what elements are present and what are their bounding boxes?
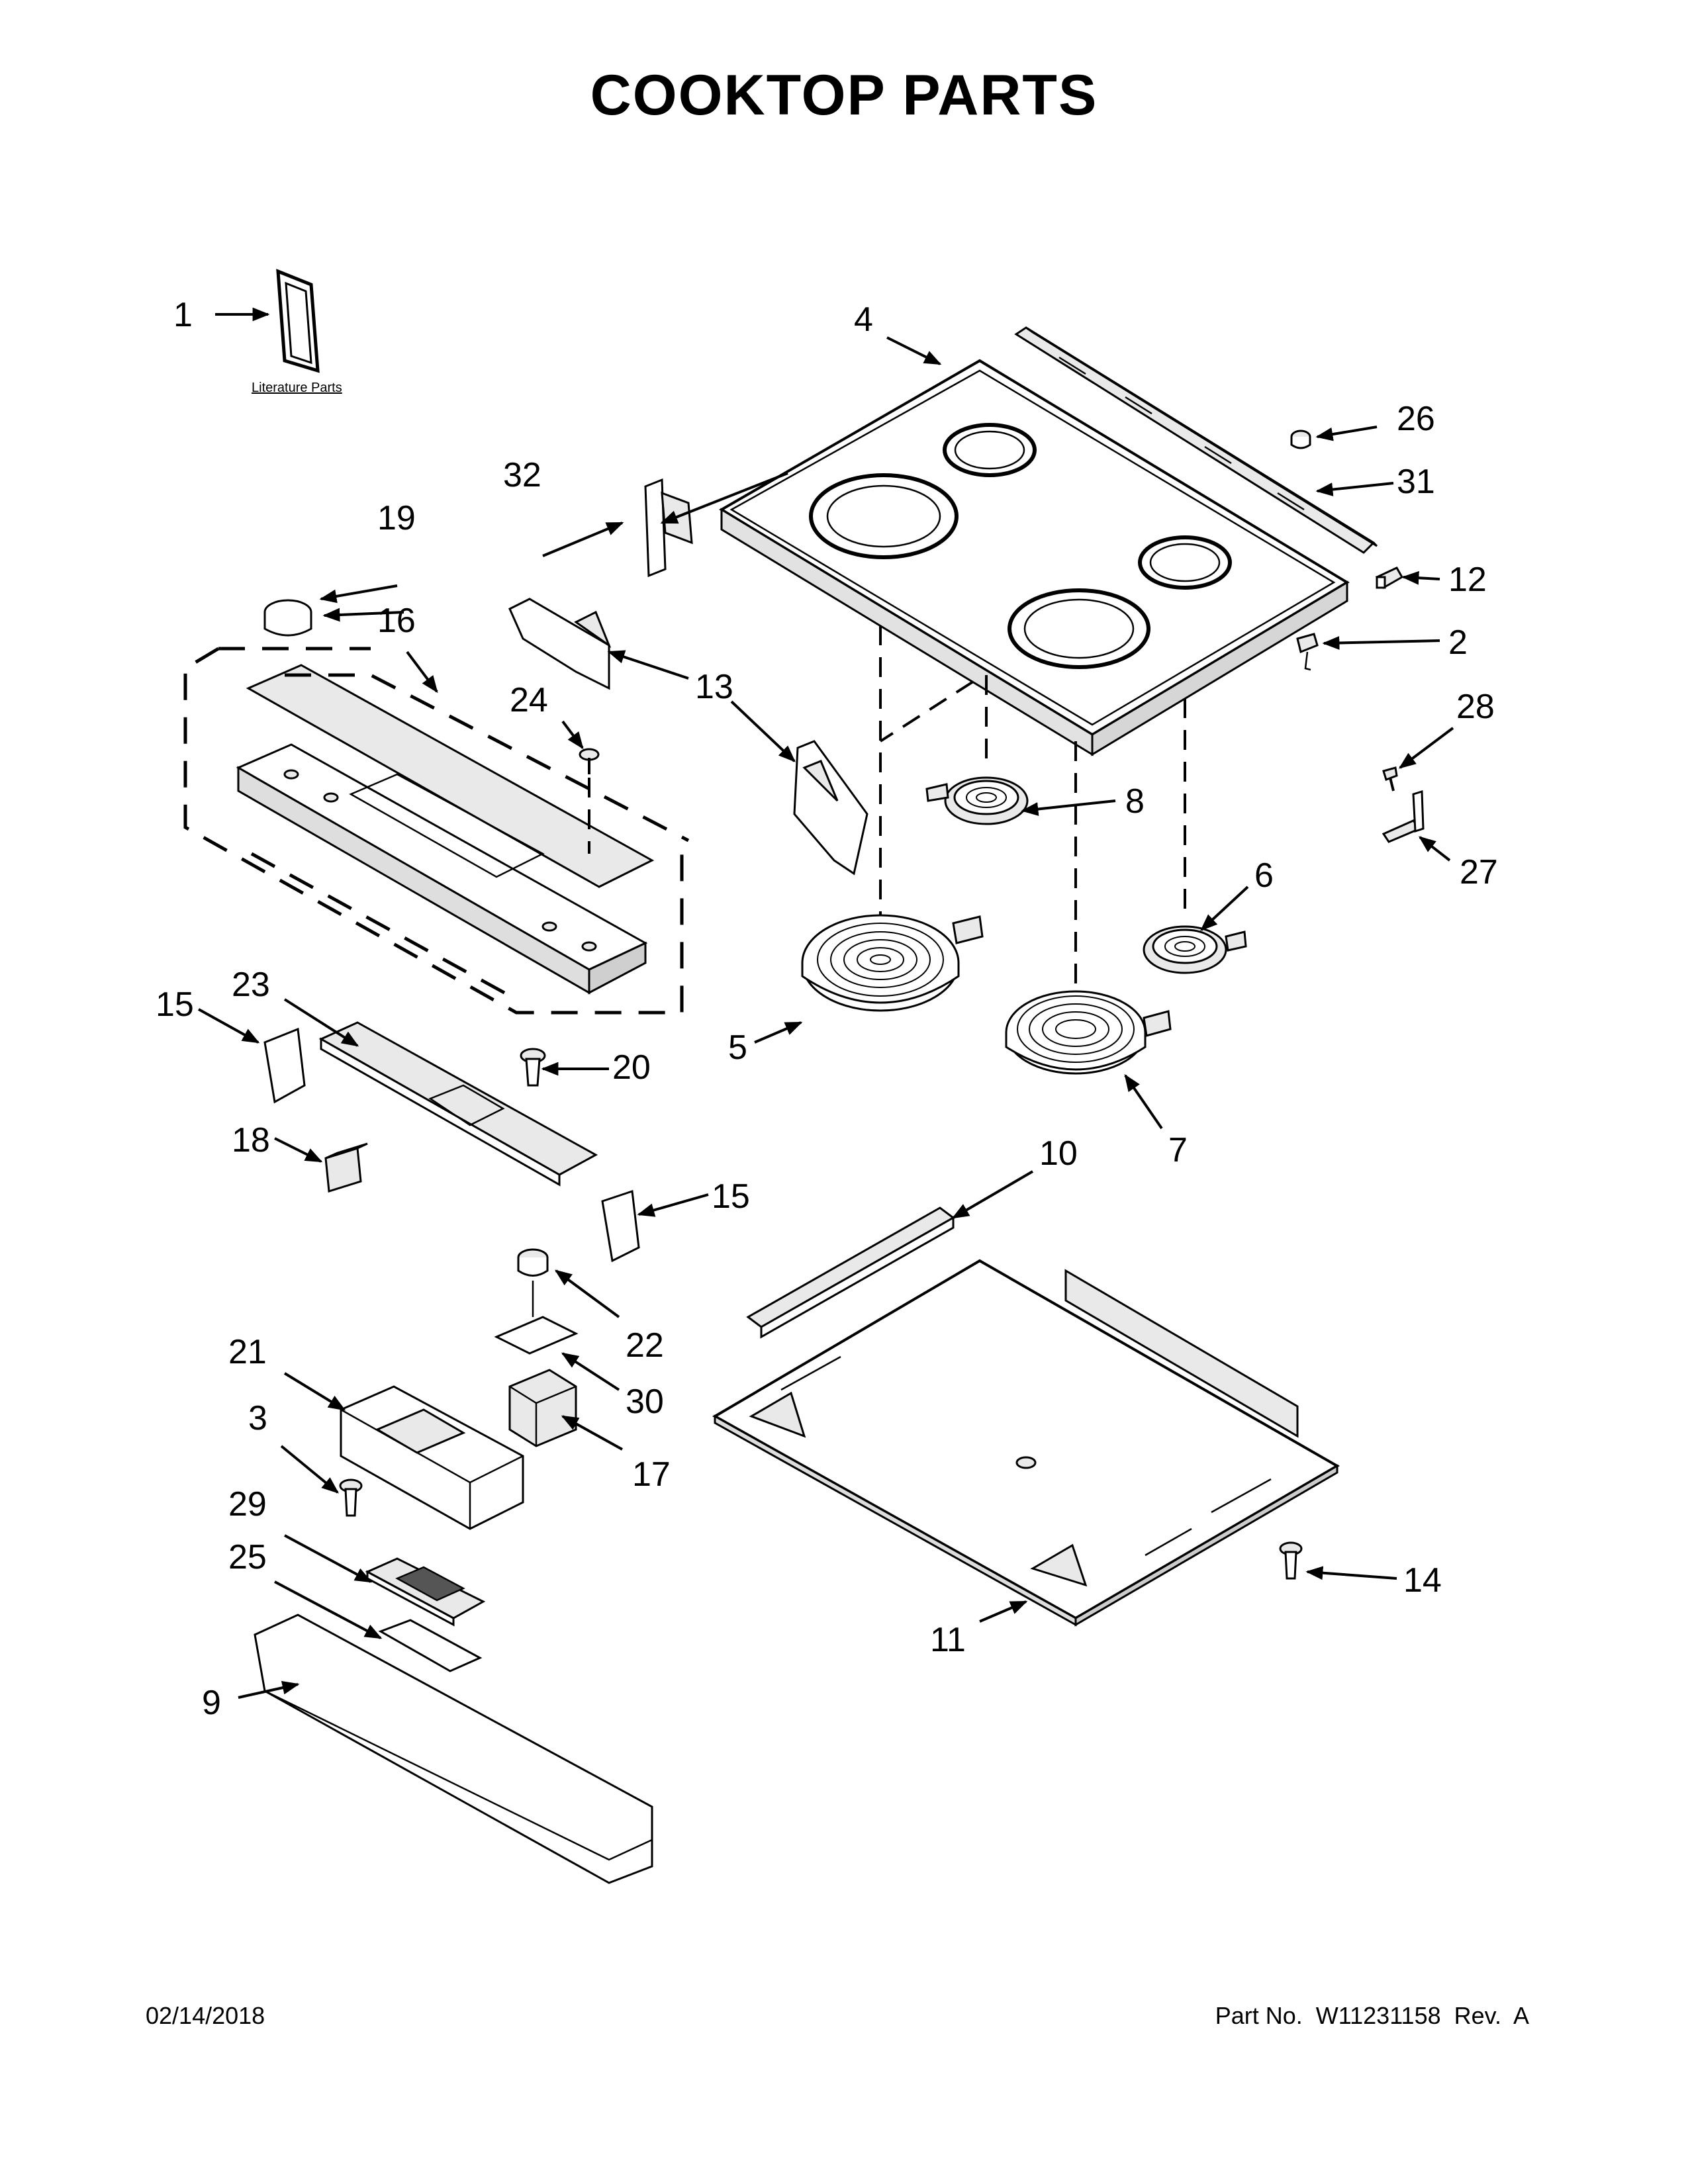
- callout-11: 11: [930, 1621, 966, 1659]
- callout-16: 16: [377, 602, 416, 640]
- control-mount-part: [318, 1021, 598, 1187]
- callout-15-left: 15: [156, 985, 194, 1024]
- callout-19: 19: [377, 499, 416, 537]
- screw-part-28: [1382, 766, 1398, 792]
- wire-connector-part: [1296, 633, 1319, 671]
- callout-27: 27: [1460, 853, 1498, 891]
- literature-part: Literature Parts: [252, 269, 342, 395]
- callout-18: 18: [232, 1121, 270, 1160]
- bracket-part-32: [644, 478, 693, 578]
- screw-part-24: [579, 748, 600, 854]
- callout-30: 30: [626, 1383, 664, 1421]
- callout-17: 17: [632, 1455, 671, 1494]
- callout-20: 20: [612, 1048, 651, 1087]
- callout-5: 5: [728, 1028, 747, 1067]
- callout-4: 4: [854, 300, 873, 339]
- rear-trim: [1014, 326, 1378, 554]
- callout-32: 32: [503, 456, 541, 494]
- display-board-part: [365, 1557, 486, 1627]
- callout-23: 23: [232, 966, 270, 1004]
- callout-31: 31: [1397, 463, 1435, 501]
- callout-14: 14: [1403, 1561, 1442, 1600]
- console-panel: [183, 647, 690, 1015]
- callout-25: 25: [228, 1538, 267, 1576]
- callout-8: 8: [1125, 782, 1145, 821]
- callout-24: 24: [510, 681, 548, 719]
- clip-part: [1375, 567, 1404, 590]
- spacer-part: [517, 1248, 549, 1317]
- screw-part-20: [520, 1048, 546, 1087]
- screw-part-14: [1279, 1541, 1303, 1580]
- element-part-6: [1143, 925, 1247, 974]
- callout-22: 22: [626, 1326, 664, 1365]
- element-part-7: [1005, 990, 1172, 1075]
- callout-3: 3: [248, 1399, 267, 1437]
- bracket-part-13-lower: [793, 740, 868, 876]
- literature-label: Literature Parts: [252, 381, 342, 395]
- bracket-part-15-left: [263, 1027, 306, 1104]
- bracket-part-13-upper: [508, 598, 612, 690]
- callout-7: 7: [1168, 1131, 1188, 1169]
- callout-9: 9: [202, 1684, 221, 1722]
- callout-2: 2: [1448, 623, 1468, 662]
- element-part-5: [801, 914, 984, 1012]
- callout-21: 21: [228, 1333, 267, 1371]
- callout-13: 13: [695, 668, 733, 706]
- page-title: COOKTOP PARTS: [590, 64, 1098, 127]
- callout-26: 26: [1397, 400, 1435, 438]
- bracket-part-15-right: [601, 1189, 640, 1263]
- switch-part: [508, 1369, 577, 1447]
- callout-numbers: 1 4 26 31 12 2 28 27 6 8 5 7 19 16 32 13…: [156, 296, 1498, 1722]
- control-board-part: [340, 1385, 524, 1530]
- callout-28: 28: [1456, 688, 1495, 726]
- alignment-lines: [879, 625, 1186, 1009]
- bottom-tray-part: [712, 1259, 1340, 1627]
- plate-part: [494, 1316, 579, 1355]
- callout-15-right: 15: [712, 1177, 750, 1216]
- callout-1: 1: [173, 296, 193, 334]
- callout-6: 6: [1254, 856, 1274, 895]
- shield-part: [378, 1619, 483, 1672]
- relay-part: [324, 1142, 368, 1193]
- knob-part: [263, 599, 312, 637]
- bracket-part-27: [1382, 790, 1425, 843]
- callout-29: 29: [228, 1485, 267, 1524]
- callout-12: 12: [1448, 561, 1487, 599]
- leader-arrows: [198, 307, 1454, 1699]
- screw-part-3: [339, 1479, 363, 1517]
- footer-date: 02/14/2018: [146, 2002, 265, 2029]
- bumper-part: [1290, 430, 1311, 449]
- cooktop-glass: [719, 359, 1350, 756]
- element-part-8: [925, 776, 1029, 825]
- footer-part-number: Part No. W11231158 Rev. A: [1215, 2002, 1529, 2029]
- callout-10: 10: [1039, 1134, 1078, 1173]
